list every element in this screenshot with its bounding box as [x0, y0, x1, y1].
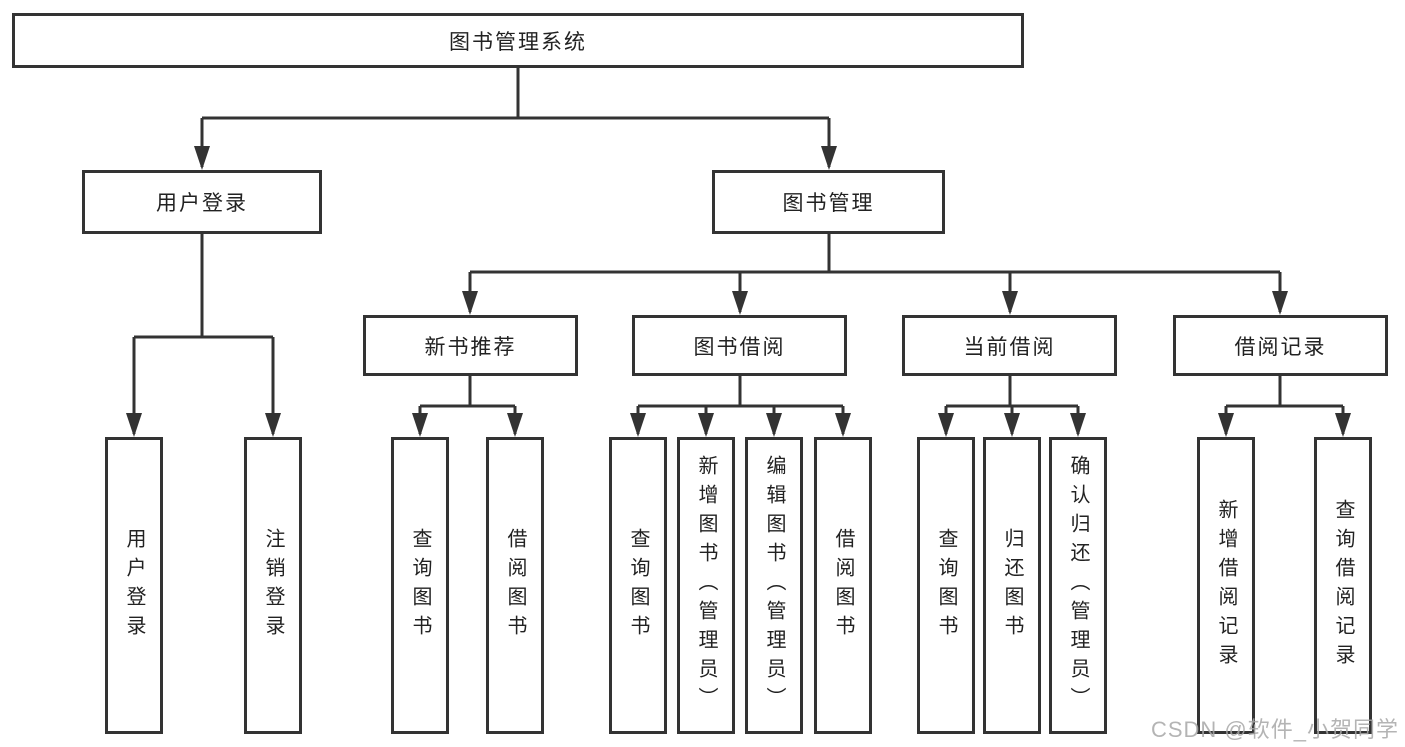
- arrowhead: [194, 146, 210, 170]
- leaf-add-borrow-record: 新增借阅记录: [1197, 437, 1255, 734]
- node-borrowing-records: 借阅记录: [1173, 315, 1388, 376]
- arrowhead: [1272, 291, 1288, 315]
- leaf-user-login: 用户登录: [105, 437, 163, 734]
- node-book-borrowing: 图书借阅: [632, 315, 847, 376]
- arrowhead: [938, 413, 954, 437]
- leaf-edit-book-admin: 编辑图书（管理员）: [745, 437, 803, 734]
- arrowhead: [1002, 291, 1018, 315]
- arrowhead: [412, 413, 428, 437]
- leaf-add-book-admin: 新增图书（管理员）: [677, 437, 735, 734]
- leaf-return-books: 归还图书: [983, 437, 1041, 734]
- leaf-query-books-current: 查询图书: [917, 437, 975, 734]
- node-book-management: 图书管理: [712, 170, 945, 234]
- csdn-watermark: CSDN @软件_小贺同学: [1150, 717, 1399, 742]
- node-library-system: 图书管理系统: [12, 13, 1024, 68]
- arrowhead: [1335, 413, 1351, 437]
- arrowhead: [835, 413, 851, 437]
- arrowhead: [821, 146, 837, 170]
- leaf-borrow-books: 借阅图书: [814, 437, 872, 734]
- leaf-confirm-return-admin: 确认归还（管理员）: [1049, 437, 1107, 734]
- leaf-query-borrow-record: 查询借阅记录: [1314, 437, 1372, 734]
- arrowhead: [766, 413, 782, 437]
- arrowhead: [630, 413, 646, 437]
- leaf-borrow-books-recommend: 借阅图书: [486, 437, 544, 734]
- leaf-logout: 注销登录: [244, 437, 302, 734]
- arrowhead: [1218, 413, 1234, 437]
- arrowhead: [1070, 413, 1086, 437]
- node-new-book-recommendation: 新书推荐: [363, 315, 578, 376]
- arrowhead: [507, 413, 523, 437]
- node-user-login: 用户登录: [82, 170, 322, 234]
- arrowhead: [126, 413, 142, 437]
- node-current-borrowing: 当前借阅: [902, 315, 1117, 376]
- arrowhead: [1004, 413, 1020, 437]
- arrowhead: [462, 291, 478, 315]
- arrowhead: [732, 291, 748, 315]
- arrowhead: [265, 413, 281, 437]
- leaf-query-books-borrowing: 查询图书: [609, 437, 667, 734]
- leaf-query-books-recommend: 查询图书: [391, 437, 449, 734]
- arrowhead: [698, 413, 714, 437]
